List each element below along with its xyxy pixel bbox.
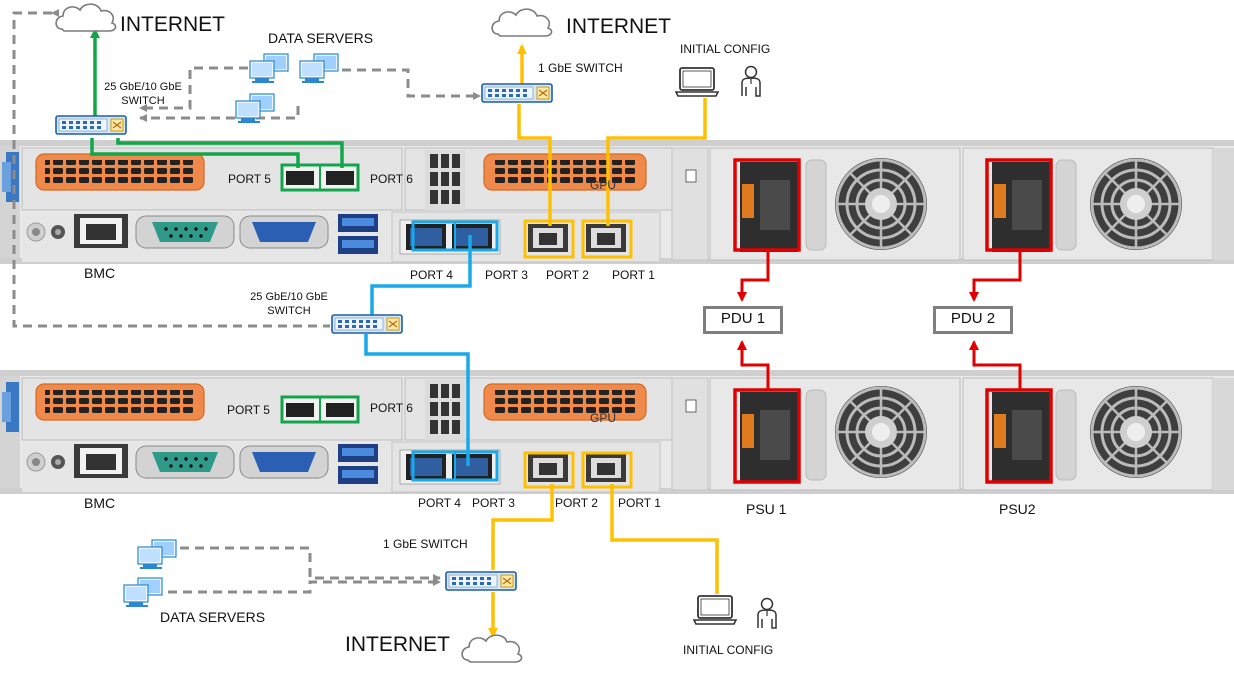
port2-label-top: PORT 2 [546,268,589,282]
switch-25g-label-line1: 25 GbE/10 GbE [250,291,328,303]
internet-label-bottom: INTERNET [345,633,450,656]
desktop-computer-icon [249,53,289,84]
green-25g-links [90,28,344,168]
fan-icon [1088,384,1184,480]
switch-1g-label-top: 1 GbE SWITCH [538,61,623,75]
yellow-1g-links [488,44,719,638]
power-links [737,250,1022,390]
laptop-icon [693,595,737,625]
user-icon [757,597,777,629]
gpu-label-bottom: GPU [590,411,617,425]
laptop-icon [675,67,719,97]
network-switch-icon [331,314,403,334]
port4-label-top: PORT 4 [410,268,453,282]
switch-25g-label-line1: 25 GbE/10 GbE [104,81,182,93]
cloud-icon [55,3,117,32]
port6-label-bottom: PORT 6 [370,401,413,415]
switch-25g-label-top: 25 GbE/10 GbE SWITCH [98,80,188,108]
cloud-icon [491,8,553,37]
bmc-label-bottom: BMC [84,495,116,511]
blue-25g-links [364,235,472,466]
network-switch-icon [55,115,127,135]
management-links [12,9,481,594]
port2-label-bottom: PORT 2 [555,496,598,510]
desktop-computer-icon [137,539,177,570]
port3-label-bottom: PORT 3 [472,496,515,510]
port5-label-top: PORT 5 [228,172,271,186]
desktop-computer-icon [123,577,163,608]
port6-label-top: PORT 6 [370,172,413,186]
user-icon [741,65,761,97]
fan-icon [833,384,929,480]
switch-25g-label-line2: SWITCH [121,95,165,107]
network-switch-icon [445,571,517,591]
data-servers-label-top: DATA SERVERS [268,30,374,46]
initial-config-label-top: INITIAL CONFIG [680,42,771,56]
switch-1g-label-bottom: 1 GbE SWITCH [383,537,468,551]
psu2-label: PSU2 [999,501,1036,517]
initial-config-label-bottom: INITIAL CONFIG [683,643,774,657]
data-servers-label-bottom: DATA SERVERS [160,609,266,625]
fan-icon [1088,156,1184,252]
pdu2-box: PDU 2 [933,306,1013,334]
port4-label-bottom: PORT 4 [418,496,461,510]
internet-label-top-center: INTERNET [566,15,671,38]
port2-bottom-highlight [523,451,575,489]
internet-label-top-left: INTERNET [120,13,225,36]
desktop-computer-icon [299,53,339,84]
port3-label-top: PORT 3 [485,268,528,282]
psu1-label: PSU 1 [746,501,787,517]
desktop-computer-icon [235,93,275,124]
gpu-label-top: GPU [590,178,617,192]
port1-label-top: PORT 1 [612,268,655,282]
cloud-icon [461,634,523,663]
port1-bottom-highlight [581,451,633,489]
port5-label-bottom: PORT 5 [227,403,270,417]
switch-25g-label-line2: SWITCH [267,305,311,317]
switch-25g-label-middle: 25 GbE/10 GbE SWITCH [242,290,336,318]
pdu1-box: PDU 1 [703,306,783,334]
network-switch-icon [481,83,553,103]
port1-label-bottom: PORT 1 [618,496,661,510]
bmc-label-top: BMC [84,265,116,281]
fan-icon [833,156,929,252]
